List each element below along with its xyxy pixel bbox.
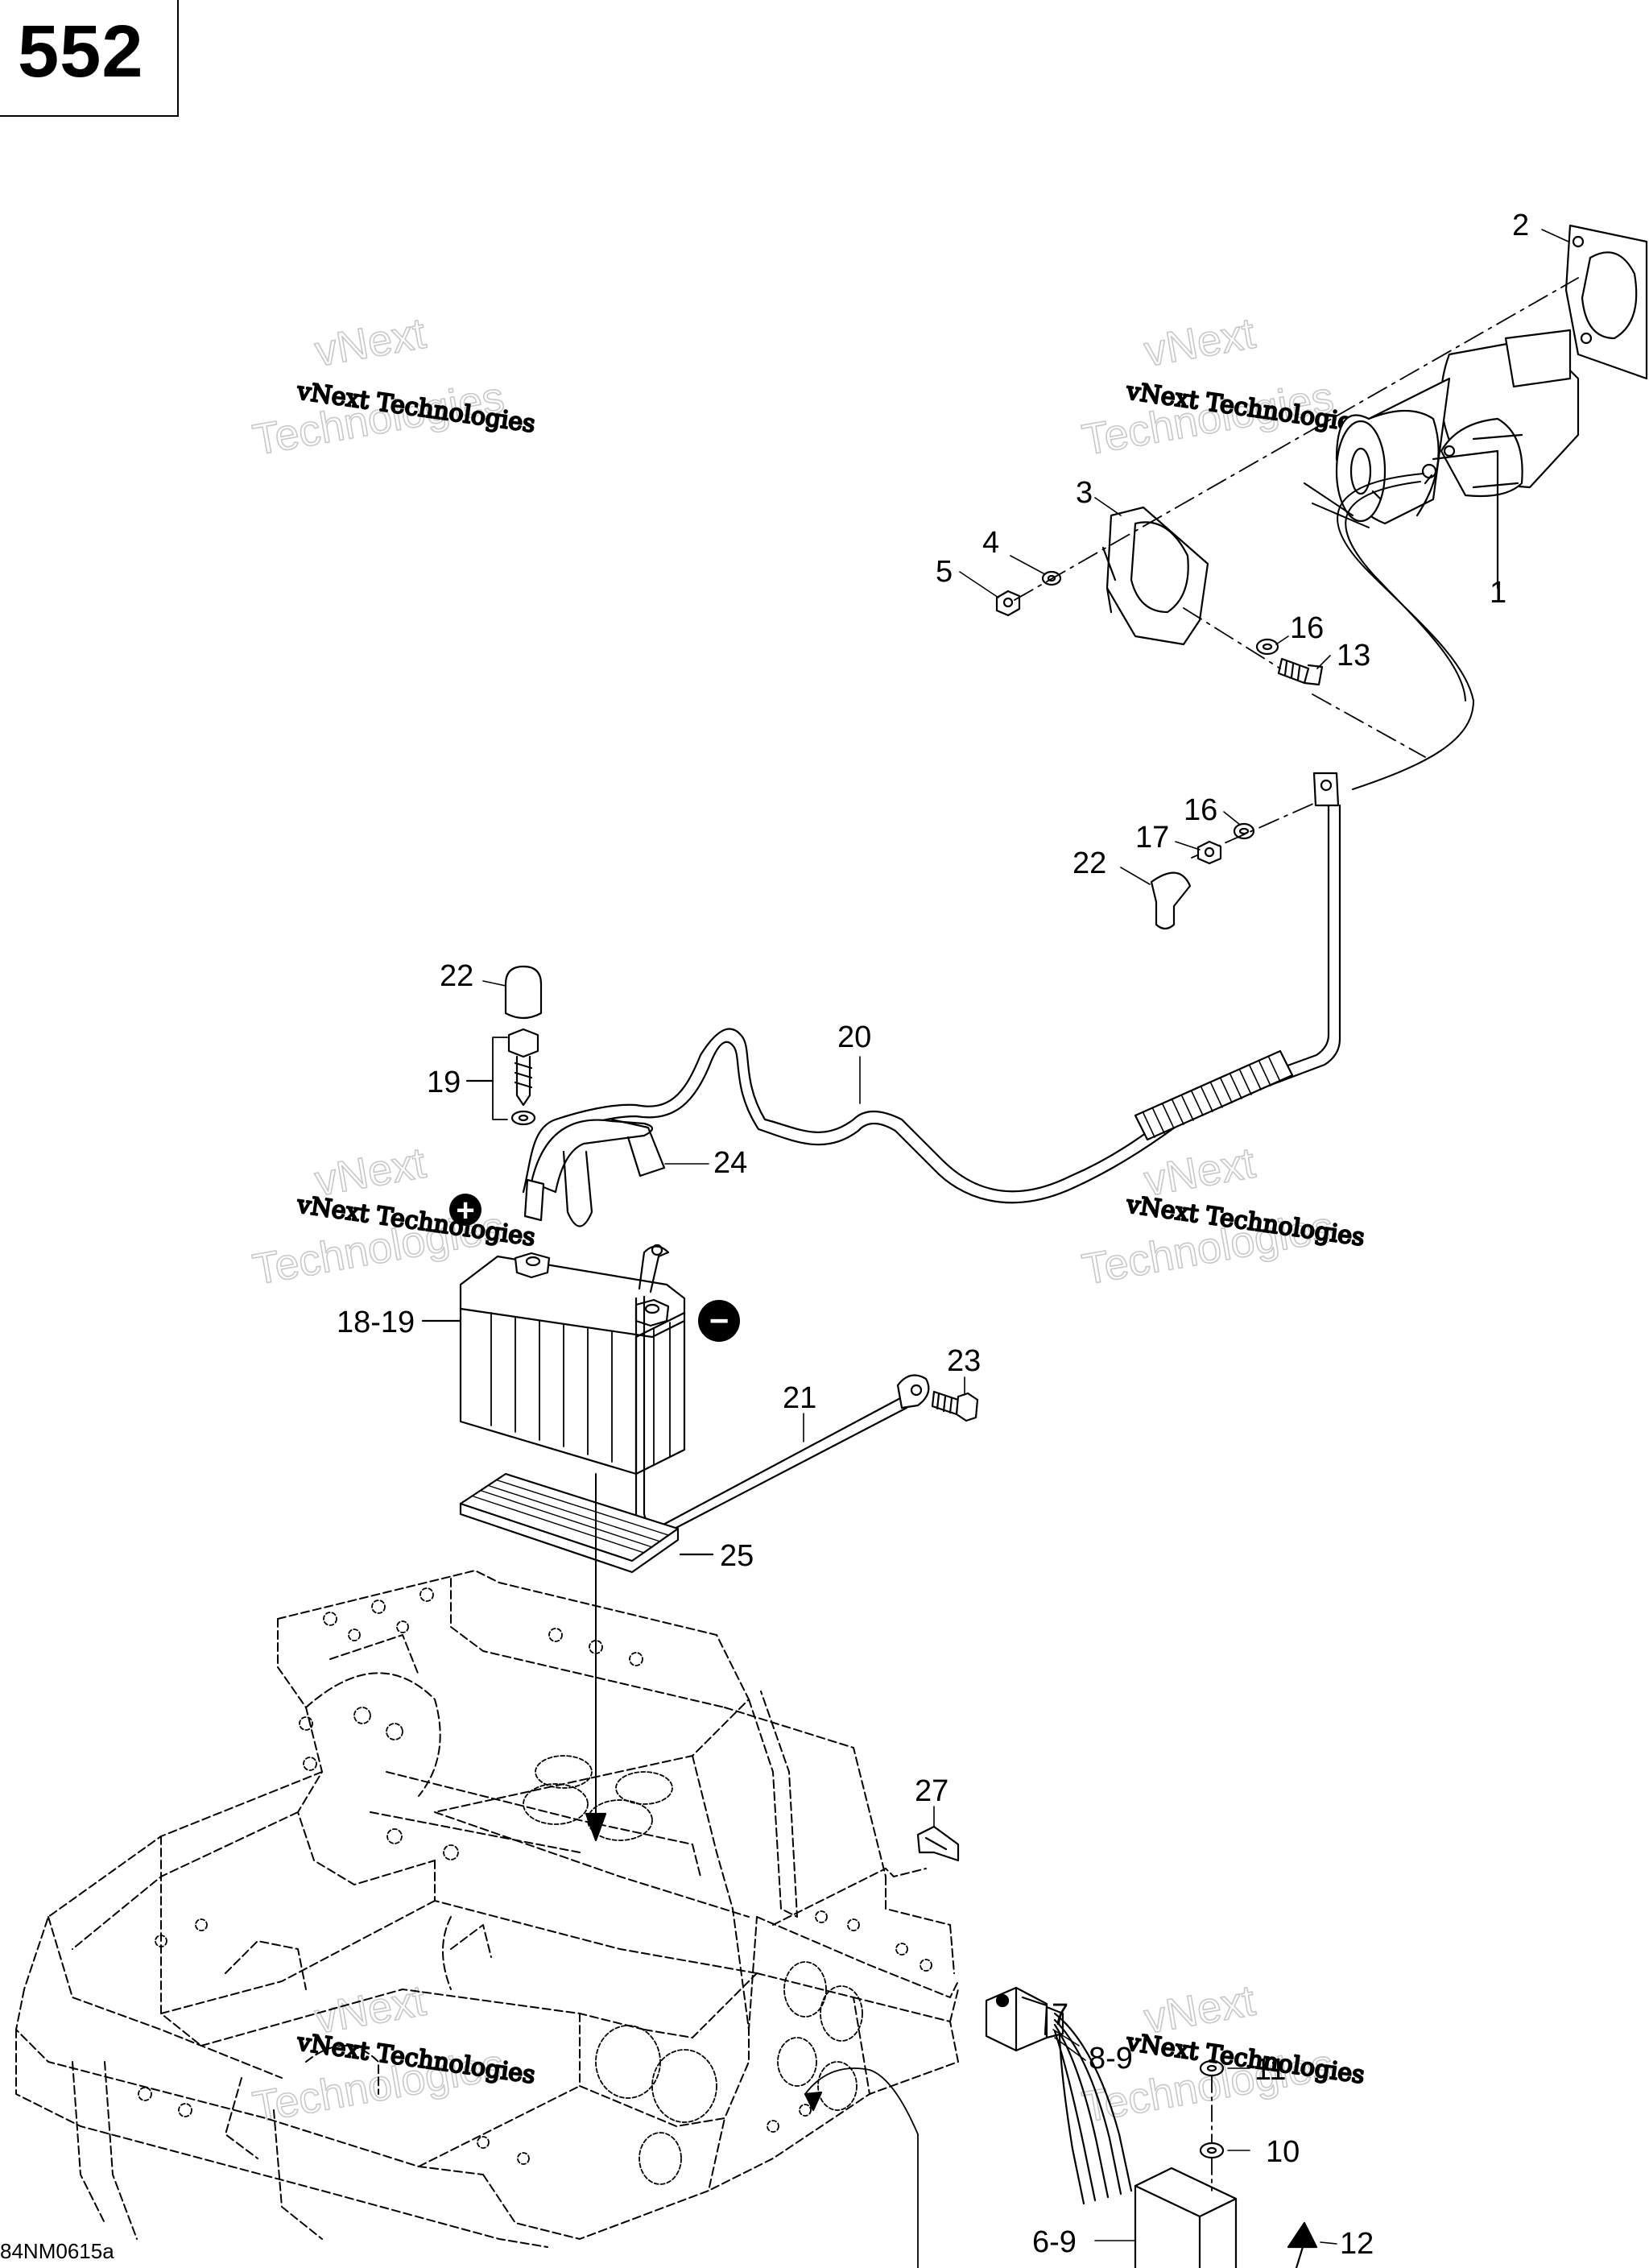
callout-leaders bbox=[482, 229, 1569, 2245]
cable-terminal-part-20-top bbox=[1312, 772, 1340, 807]
watermark: vNext Technologies vNext Technologies bbox=[249, 1976, 538, 2133]
callout-6-9: 6-9 bbox=[1032, 2225, 1077, 2259]
callout-5: 5 bbox=[936, 555, 953, 589]
starter-cable-inner bbox=[1345, 481, 1466, 702]
callout-1: 1 bbox=[1490, 576, 1506, 610]
callout-17: 17 bbox=[1135, 821, 1169, 855]
watermark: vNext Technologies vNext Technologies bbox=[1078, 308, 1367, 466]
starter-cable bbox=[1337, 473, 1474, 790]
callout-23: 23 bbox=[947, 1344, 981, 1378]
bracket-line bbox=[492, 1037, 508, 1120]
callout-12: 12 bbox=[1340, 2227, 1374, 2261]
chassis-frame bbox=[15, 1570, 959, 2248]
install-arrow-head bbox=[585, 1812, 607, 1842]
routing-arrow bbox=[804, 2067, 919, 2268]
battery-cable-part-20 bbox=[522, 804, 1341, 1204]
washer-part-16-upper bbox=[1255, 638, 1279, 656]
callout-27: 27 bbox=[915, 1774, 948, 1808]
callout-25: 25 bbox=[720, 1539, 754, 1573]
callout-22-left: 22 bbox=[440, 959, 473, 993]
washer-part-16-lower bbox=[1233, 822, 1255, 840]
svg-text:+: + bbox=[456, 1193, 474, 1228]
callout-22-right: 22 bbox=[1072, 846, 1106, 880]
bolt-part-23 bbox=[931, 1390, 979, 1422]
battery-pad-part-25 bbox=[459, 1472, 680, 1574]
terminal-cover-part-24 bbox=[523, 1118, 666, 1227]
chassis-holes bbox=[138, 1587, 932, 2185]
starter-motor-part-1 bbox=[1304, 329, 1580, 528]
negative-terminal-sign: − bbox=[698, 1300, 740, 1342]
svg-text:vNext: vNext bbox=[1141, 309, 1258, 376]
washer-part-4 bbox=[1041, 570, 1062, 586]
nut-part-17 bbox=[1196, 840, 1222, 865]
nut-part-5 bbox=[995, 590, 1021, 617]
screw-part-13 bbox=[1277, 657, 1324, 686]
callout-10: 10 bbox=[1266, 2135, 1300, 2169]
leader-line bbox=[1432, 449, 1499, 461]
callout-16-upper: 16 bbox=[1290, 611, 1324, 645]
battery-part-18-19 bbox=[459, 1252, 686, 1475]
callout-21: 21 bbox=[783, 1381, 816, 1415]
callout-3: 3 bbox=[1076, 476, 1093, 510]
page-number: 552 bbox=[18, 10, 144, 93]
connector-part-7 bbox=[985, 1986, 1064, 2052]
rectifier-module-part-6-9 bbox=[1134, 2167, 1238, 2268]
callout-8-9: 8-9 bbox=[1089, 2042, 1133, 2076]
assembly-line bbox=[1014, 277, 1579, 859]
svg-text:vNext: vNext bbox=[312, 309, 429, 376]
document-code: 84NM0615a bbox=[0, 2239, 114, 2263]
callout-24: 24 bbox=[713, 1146, 747, 1180]
callout-11: 11 bbox=[1254, 2053, 1286, 2087]
terminal-cap-part-22-right bbox=[1150, 871, 1192, 930]
page-number-box: 552 bbox=[0, 0, 179, 117]
mounting-plate-part-2 bbox=[1564, 224, 1648, 380]
callout-18-19: 18-19 bbox=[337, 1306, 415, 1339]
screw-part-19 bbox=[507, 1028, 539, 1126]
callout-16-lower: 16 bbox=[1184, 793, 1217, 827]
callout-7: 7 bbox=[1052, 1998, 1068, 2032]
terminal-cap-part-22-left bbox=[504, 965, 543, 1020]
watermark: vNext Technologies vNext Technologies bbox=[249, 308, 538, 466]
svg-text:−: − bbox=[709, 1302, 729, 1339]
callout-13: 13 bbox=[1337, 639, 1370, 673]
positive-terminal-sign: + bbox=[449, 1193, 481, 1228]
callout-19: 19 bbox=[427, 1066, 461, 1099]
clip-part-27 bbox=[916, 1825, 960, 1862]
callout-20: 20 bbox=[837, 1020, 871, 1054]
washer-part-10 bbox=[1199, 2142, 1225, 2159]
mounting-bracket-part-3 bbox=[1101, 506, 1209, 646]
washer-part-11 bbox=[1199, 2059, 1225, 2077]
callout-2: 2 bbox=[1512, 209, 1529, 242]
arrow-part-12 bbox=[1287, 2221, 1318, 2268]
callout-4: 4 bbox=[982, 526, 999, 560]
